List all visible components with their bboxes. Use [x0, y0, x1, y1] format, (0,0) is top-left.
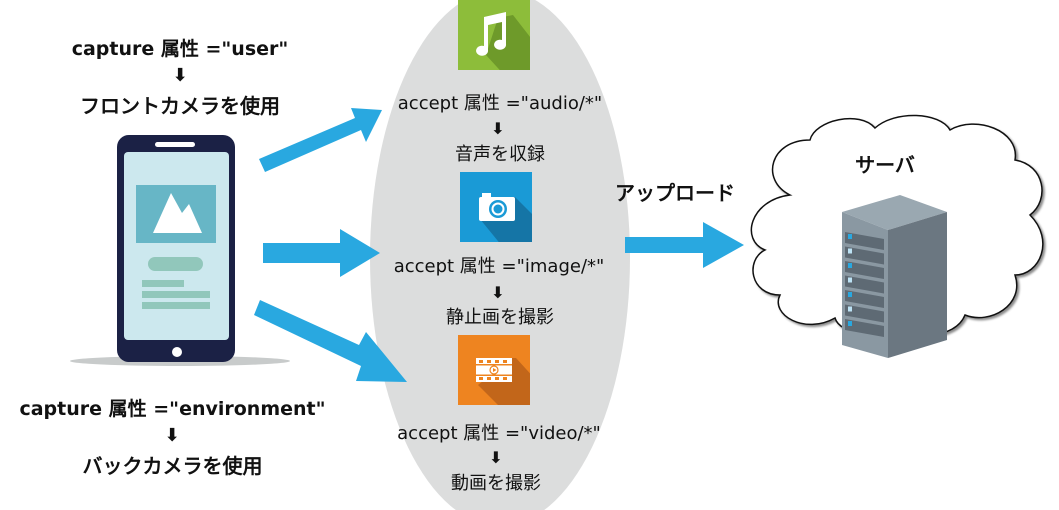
audio-tile: [458, 0, 530, 70]
down-arrow-glyph: ⬇: [164, 425, 180, 446]
server-led: [848, 292, 852, 297]
server-bay: [845, 275, 884, 294]
down-arrow-glyph: ⬇: [489, 448, 503, 467]
camera-icon: [479, 193, 532, 242]
video-tile: [458, 335, 530, 405]
server-led: [848, 263, 852, 268]
music-note-icon: [476, 12, 530, 70]
front-camera-label: フロントカメラを使用: [80, 94, 280, 118]
image-tile: [460, 172, 532, 242]
server-led: [848, 306, 852, 312]
arrow-to-video: [254, 300, 407, 382]
record-video-label: 動画を撮影: [451, 473, 541, 494]
arrow-to-image: [263, 229, 380, 277]
server-bay: [845, 246, 884, 265]
back-camera-label: バックカメラを使用: [82, 454, 263, 478]
server-led: [848, 248, 852, 254]
accept-image-label: accept 属性 ="image/*": [393, 256, 605, 277]
upload-label: アップロード: [615, 181, 735, 205]
down-arrow-glyph: ⬇: [491, 283, 505, 302]
accept-group-ellipse: [370, 0, 630, 510]
server-label: サーバ: [855, 153, 915, 177]
capture-still-label: 静止画を撮影: [446, 307, 554, 328]
down-arrow-glyph: ⬇: [172, 65, 188, 86]
server-bay: [845, 261, 884, 279]
film-play-icon: [476, 358, 530, 405]
server-led: [848, 321, 852, 326]
server-led: [848, 234, 852, 239]
accept-video-label: accept 属性 ="video/*": [397, 423, 601, 444]
server-led: [848, 277, 852, 283]
server-bay: [845, 319, 884, 337]
accept-audio-label: accept 属性 ="audio/*": [397, 93, 603, 114]
server-bay: [845, 290, 884, 308]
server-icon: [842, 195, 947, 358]
capture-user-label: capture 属性 ="user": [71, 38, 289, 60]
upload-arrow: [625, 222, 744, 268]
arrow-to-audio: [259, 108, 382, 172]
server-bay: [845, 304, 884, 323]
record-audio-label: 音声を収録: [455, 144, 545, 165]
server-bay: [845, 232, 884, 250]
smartphone-icon: [117, 135, 235, 362]
down-arrow-glyph: ⬇: [491, 119, 505, 138]
capture-environment-label: capture 属性 ="environment": [19, 398, 326, 420]
